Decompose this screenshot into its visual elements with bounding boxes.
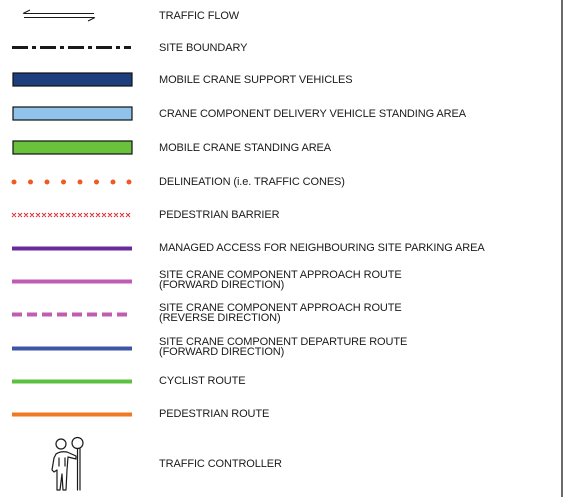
magenta-line-symbol — [10, 268, 135, 294]
legend-row-delivery-standing: CRANE COMPONENT DELIVERY VEHICLE STANDIN… — [0, 104, 560, 126]
legend-label-line2: (FORWARD DIRECTION) — [159, 279, 285, 291]
traffic-cone-dots-symbol — [10, 172, 135, 194]
green-area-swatch — [10, 138, 135, 160]
light-blue-area-swatch — [10, 104, 135, 126]
legend-label: CYCLIST ROUTE — [159, 375, 246, 387]
dash-dot-line-symbol — [10, 37, 135, 59]
double-arrow-icon — [10, 5, 135, 27]
cross-barrier-symbol — [10, 205, 135, 227]
legend-label-line2: (FORWARD DIRECTION) — [159, 346, 285, 358]
legend-row-managed-access: MANAGED ACCESS FOR NEIGHBOURING SITE PAR… — [0, 238, 560, 260]
legend-label-line1: SITE CRANE COMPONENT DEPARTURE ROUTE — [159, 336, 408, 348]
legend-row-cyclist-route: CYCLIST ROUTE — [0, 371, 560, 393]
legend-row-crane-standing: MOBILE CRANE STANDING AREA — [0, 138, 560, 160]
legend-label-line1: SITE CRANE COMPONENT APPROACH ROUTE — [159, 269, 402, 281]
legend-label: TRAFFIC CONTROLLER — [159, 458, 282, 470]
right-edge-divider — [561, 0, 563, 497]
legend-label: MOBILE CRANE STANDING AREA — [159, 142, 332, 154]
dark-blue-area-swatch — [10, 70, 135, 92]
purple-line-symbol — [10, 238, 135, 260]
legend-row-traffic-controller: TRAFFIC CONTROLLER — [0, 436, 560, 492]
legend-row-approach-forward: SITE CRANE COMPONENT APPROACH ROUTE (FOR… — [0, 268, 560, 294]
legend-label-line1: SITE CRANE COMPONENT APPROACH ROUTE — [159, 302, 402, 314]
legend-row-mobile-crane-support: MOBILE CRANE SUPPORT VEHICLES — [0, 70, 560, 92]
legend-row-pedestrian-route: PEDESTRIAN ROUTE — [0, 404, 560, 426]
legend-label: MOBILE CRANE SUPPORT VEHICLES — [159, 74, 353, 86]
legend-label: SITE CRANE COMPONENT APPROACH ROUTE (FOR… — [159, 269, 402, 291]
legend-row-pedestrian-barrier: PEDESTRIAN BARRIER — [0, 205, 560, 227]
legend-label: SITE CRANE COMPONENT APPROACH ROUTE (REV… — [159, 302, 402, 324]
legend-label: SITE CRANE COMPONENT DEPARTURE ROUTE (FO… — [159, 336, 408, 358]
legend-label-line2: (REVERSE DIRECTION) — [159, 312, 281, 324]
blue-line-symbol — [10, 335, 135, 361]
legend-row-delineation: DELINEATION (i.e. TRAFFIC CONES) — [0, 172, 560, 194]
legend-label: DELINEATION (i.e. TRAFFIC CONES) — [159, 176, 345, 188]
legend-label: MANAGED ACCESS FOR NEIGHBOURING SITE PAR… — [159, 242, 485, 254]
legend-label: PEDESTRIAN BARRIER — [159, 209, 280, 221]
legend-row-traffic-flow: TRAFFIC FLOW — [0, 5, 560, 27]
legend-label: CRANE COMPONENT DELIVERY VEHICLE STANDIN… — [159, 108, 466, 120]
green-line-symbol — [10, 371, 135, 393]
legend-row-approach-reverse: SITE CRANE COMPONENT APPROACH ROUTE (REV… — [0, 301, 560, 327]
magenta-dashed-line-symbol — [10, 301, 135, 327]
legend-row-departure-forward: SITE CRANE COMPONENT DEPARTURE ROUTE (FO… — [0, 335, 560, 361]
legend-label: TRAFFIC FLOW — [159, 10, 240, 22]
orange-line-symbol — [10, 404, 135, 426]
traffic-controller-icon — [50, 436, 100, 492]
legend-label: PEDESTRIAN ROUTE — [159, 408, 270, 420]
legend-label: SITE BOUNDARY — [159, 42, 248, 54]
legend-row-site-boundary: SITE BOUNDARY — [0, 37, 560, 59]
